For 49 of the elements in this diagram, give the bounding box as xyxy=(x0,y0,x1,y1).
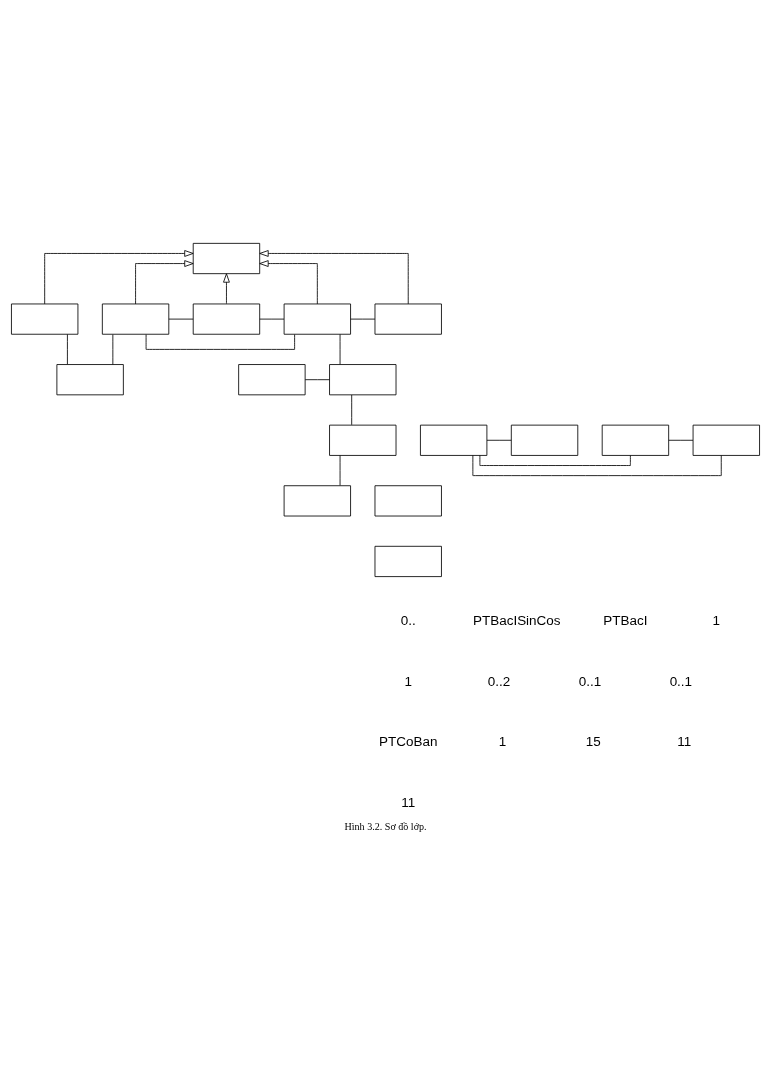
connector xyxy=(668,439,694,441)
connector xyxy=(304,379,330,381)
arrow xyxy=(259,250,409,305)
label: 0.. xyxy=(400,613,416,629)
connector xyxy=(145,334,296,350)
connector xyxy=(472,455,722,477)
node-box xyxy=(192,303,261,335)
arrow xyxy=(135,260,194,305)
arrow xyxy=(223,273,230,305)
label: 1 xyxy=(404,673,412,689)
connector xyxy=(351,394,353,426)
node-box xyxy=(192,242,261,275)
connector xyxy=(339,455,341,486)
node-box xyxy=(420,424,488,456)
label: 11 xyxy=(401,795,416,811)
connector xyxy=(350,318,376,320)
connector xyxy=(112,334,114,365)
label: 15 xyxy=(585,734,601,750)
arrow xyxy=(44,250,194,305)
connector xyxy=(339,333,341,365)
label: 0..1 xyxy=(578,673,602,689)
node-box xyxy=(374,545,442,578)
label: PTBacISinCos xyxy=(473,613,561,629)
arrow xyxy=(259,260,318,305)
connector xyxy=(259,318,285,320)
node-box xyxy=(56,364,124,396)
label: 1 xyxy=(498,734,507,750)
node-box xyxy=(238,364,306,396)
node-box xyxy=(510,424,579,456)
connector xyxy=(479,455,631,466)
label: PTBacI xyxy=(603,613,648,629)
node-box xyxy=(692,424,760,456)
node-box xyxy=(283,303,351,335)
node-box xyxy=(329,364,397,396)
node-box xyxy=(101,303,170,335)
node-box xyxy=(283,485,351,517)
node-box xyxy=(11,303,79,335)
connector xyxy=(67,333,68,365)
label: 0..2 xyxy=(487,673,511,689)
label: 0..1 xyxy=(669,673,693,689)
label: 1 xyxy=(712,613,720,629)
node-box xyxy=(329,424,397,456)
connector xyxy=(486,439,512,441)
label: 11 xyxy=(677,734,692,750)
node-box xyxy=(374,303,442,335)
node-box xyxy=(374,485,442,517)
caption: Hình 3.2. Sơ đồ lớp. xyxy=(344,821,427,833)
label: PTCoBan xyxy=(379,734,438,750)
node-box xyxy=(601,424,670,456)
